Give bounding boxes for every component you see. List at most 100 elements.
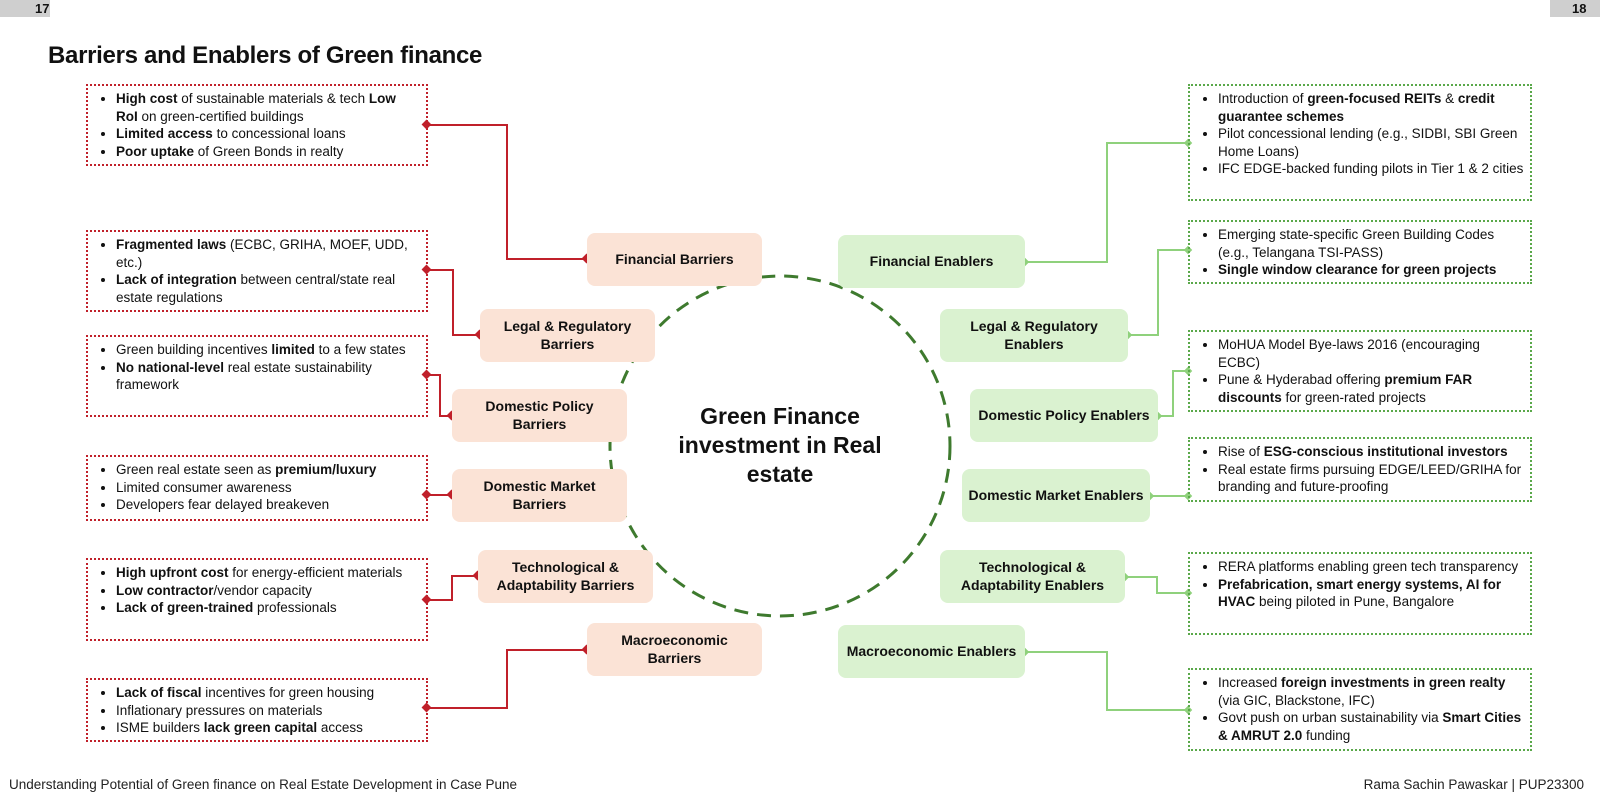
bullet-text: Real estate firms pursuing EDGE/LEED/GRI… — [1218, 461, 1522, 495]
bullet-list: Green building incentives limited to a f… — [94, 341, 420, 394]
bullet-text-bold: lack green capital — [203, 720, 318, 735]
node-tech-enablers: Technological & Adaptability Enablers — [940, 550, 1125, 603]
footer-left: Understanding Potential of Green finance… — [9, 777, 518, 792]
bullet-text: of Green Bonds in realty — [194, 143, 344, 159]
bullet-text: to concessional loans — [212, 126, 346, 141]
bullet-item: Poor uptake of Green Bonds in realty — [116, 143, 420, 161]
bullet-text: Green real estate seen as — [116, 462, 276, 477]
bullet-text-bold: Single window clearance for green projec… — [1218, 262, 1497, 277]
page-number-left: 17 — [0, 0, 50, 17]
bullet-text-bold: foreign investments in green realty — [1281, 675, 1506, 690]
bullet-text: /vendor capacity — [213, 582, 312, 598]
bullet-text-bold: Limited access — [116, 126, 213, 141]
connector-policy-barriers — [427, 374, 452, 417]
center-circle — [608, 274, 952, 618]
connector-financial-enablers — [1025, 142, 1188, 263]
bullet-item: ISME builders lack green capital access — [116, 719, 420, 737]
financial-enablers-box: Introduction of green-focused REITs & cr… — [1188, 84, 1532, 201]
bullet-item: Rise of ESG-conscious institutional inve… — [1218, 443, 1524, 461]
bullet-item: Lack of fiscal incentives for green hous… — [116, 684, 420, 702]
bullet-text: Limited consumer awareness — [116, 479, 292, 495]
bullet-item: Govt push on urban sustainability via Sm… — [1218, 709, 1524, 744]
policy-barriers-box: Green building incentives limited to a f… — [86, 335, 428, 417]
bullet-text: MoHUA Model Bye-laws 2016 (encouraging E… — [1218, 337, 1480, 370]
bullet-list: RERA platforms enabling green tech trans… — [1196, 558, 1524, 611]
bullet-text-bold: premium FAR discounts — [1218, 372, 1473, 405]
bullet-text: access — [317, 720, 363, 735]
bullet-text-bold: limited — [271, 342, 315, 357]
bullet-text: & — [1441, 91, 1458, 106]
center-label: Green Finance investment in Real estate — [678, 403, 882, 487]
barrier-connectors — [427, 124, 587, 709]
bullet-item: Introduction of green-focused REITs & cr… — [1218, 90, 1524, 125]
bullet-list: Emerging state-specific Green Building C… — [1196, 226, 1524, 279]
bullet-item: Real estate firms pursuing EDGE/LEED/GRI… — [1218, 461, 1524, 496]
page-number-right: 18 — [1550, 0, 1600, 17]
bullet-text: Pune & Hyderabad offering — [1218, 372, 1385, 387]
bullet-text: Govt push on urban sustainability via — [1218, 710, 1443, 725]
financial-barriers-box: High cost of sustainable materials & tec… — [86, 84, 428, 166]
bullet-item: IFC EDGE-backed funding pilots in Tier 1… — [1218, 160, 1524, 178]
bullet-text-bold: High upfront cost — [116, 565, 229, 580]
bullet-text: Pilot concessional lending (e.g., SIDBI,… — [1218, 126, 1518, 159]
bullet-text: (via GIC, Blackstone, IFC) — [1218, 692, 1375, 708]
slide-title: Barriers and Enablers of Green finance — [48, 42, 483, 69]
bullet-text-bold: ESG-conscious institutional investors — [1263, 444, 1508, 459]
bullet-text-bold: Lack of green-trained — [116, 600, 254, 615]
bullet-text: being piloted in Pune, Bangalore — [1255, 594, 1455, 609]
bullet-text: for energy-efficient materials — [228, 565, 403, 580]
bullet-text-bold: premium/luxury — [275, 462, 377, 477]
connector-legal-barriers — [427, 269, 480, 336]
bullet-text: Introduction of — [1218, 91, 1308, 106]
bullet-text: Increased — [1218, 675, 1282, 690]
bullet-list: Increased foreign investments in green r… — [1196, 674, 1524, 744]
bullet-text: Inflationary pressures on materials — [116, 702, 323, 718]
bullet-text: Green building incentives — [116, 342, 272, 357]
node-market-barriers: Domestic Market Barriers — [452, 469, 627, 522]
bullet-text-bold: Prefabrication, smart energy systems, AI… — [1218, 576, 1502, 610]
connector-macro-barriers — [427, 649, 587, 709]
bullet-text: IFC EDGE-backed funding pilots in Tier 1… — [1218, 161, 1524, 176]
bullet-list: Introduction of green-focused REITs & cr… — [1196, 90, 1524, 178]
node-financial-barriers: Financial Barriers — [587, 233, 762, 286]
bullet-item: No national-level real estate sustainabi… — [116, 359, 420, 394]
connector-financial-barriers — [427, 124, 587, 260]
node-macro-enablers: Macroeconomic Enablers — [838, 625, 1025, 678]
bullet-list: MoHUA Model Bye-laws 2016 (encouraging E… — [1196, 336, 1524, 406]
bullet-item: Green real estate seen as premium/luxury — [116, 461, 420, 479]
tech-barriers-box: High upfront cost for energy-efficient m… — [86, 558, 428, 641]
bullet-text: on green-certified buildings — [137, 108, 304, 124]
macro-enablers-box: Increased foreign investments in green r… — [1188, 668, 1532, 751]
bullet-text-bold: No national-level — [116, 359, 225, 375]
bullet-item: Lack of green-trained professionals — [116, 599, 420, 617]
node-policy-barriers: Domestic Policy Barriers — [452, 389, 627, 442]
bullet-item: Pilot concessional lending (e.g., SIDBI,… — [1218, 125, 1524, 160]
bullet-item: Prefabrication, smart energy systems, AI… — [1218, 576, 1524, 611]
connector-tech-enablers — [1125, 576, 1188, 594]
bullet-list: High cost of sustainable materials & tec… — [94, 90, 420, 160]
node-macro-barriers: Macroeconomic Barriers — [587, 623, 762, 676]
connector-legal-enablers — [1128, 249, 1188, 336]
bullet-text: (ECBC, GRIHA, MOEF, UDD, etc.) — [116, 237, 408, 270]
bullet-text-bold: High cost — [116, 91, 178, 106]
node-legal-enablers: Legal & Regulatory Enablers — [940, 309, 1128, 362]
bullet-item: Lack of integration between central/stat… — [116, 271, 420, 306]
market-enablers-box: Rise of ESG-conscious institutional inve… — [1188, 437, 1532, 502]
bullet-item: Limited consumer awareness — [116, 479, 420, 497]
connector-tech-barriers — [427, 575, 478, 601]
bullet-list: Green real estate seen as premium/luxury… — [94, 461, 420, 514]
bullet-text-bold: credit guarantee schemes — [1218, 91, 1495, 124]
bullet-item: Emerging state-specific Green Building C… — [1218, 226, 1524, 261]
bullet-text: Developers fear delayed breakeven — [116, 497, 330, 512]
bullet-text: Rise of — [1218, 444, 1264, 459]
bullet-item: Fragmented laws (ECBC, GRIHA, MOEF, UDD,… — [116, 236, 420, 271]
node-market-enablers: Domestic Market Enablers — [962, 469, 1150, 522]
footer-right: Rama Sachin Pawaskar | PUP23300 — [1363, 777, 1584, 792]
legal-barriers-box: Fragmented laws (ECBC, GRIHA, MOEF, UDD,… — [86, 230, 428, 312]
node-financial-enablers: Financial Enablers — [838, 235, 1025, 288]
legal-enablers-box: Emerging state-specific Green Building C… — [1188, 220, 1532, 284]
bullet-text-bold: Smart Cities & AMRUT 2.0 — [1218, 710, 1522, 743]
node-tech-barriers: Technological & Adaptability Barriers — [478, 550, 653, 603]
bullet-text: professionals — [253, 600, 337, 615]
